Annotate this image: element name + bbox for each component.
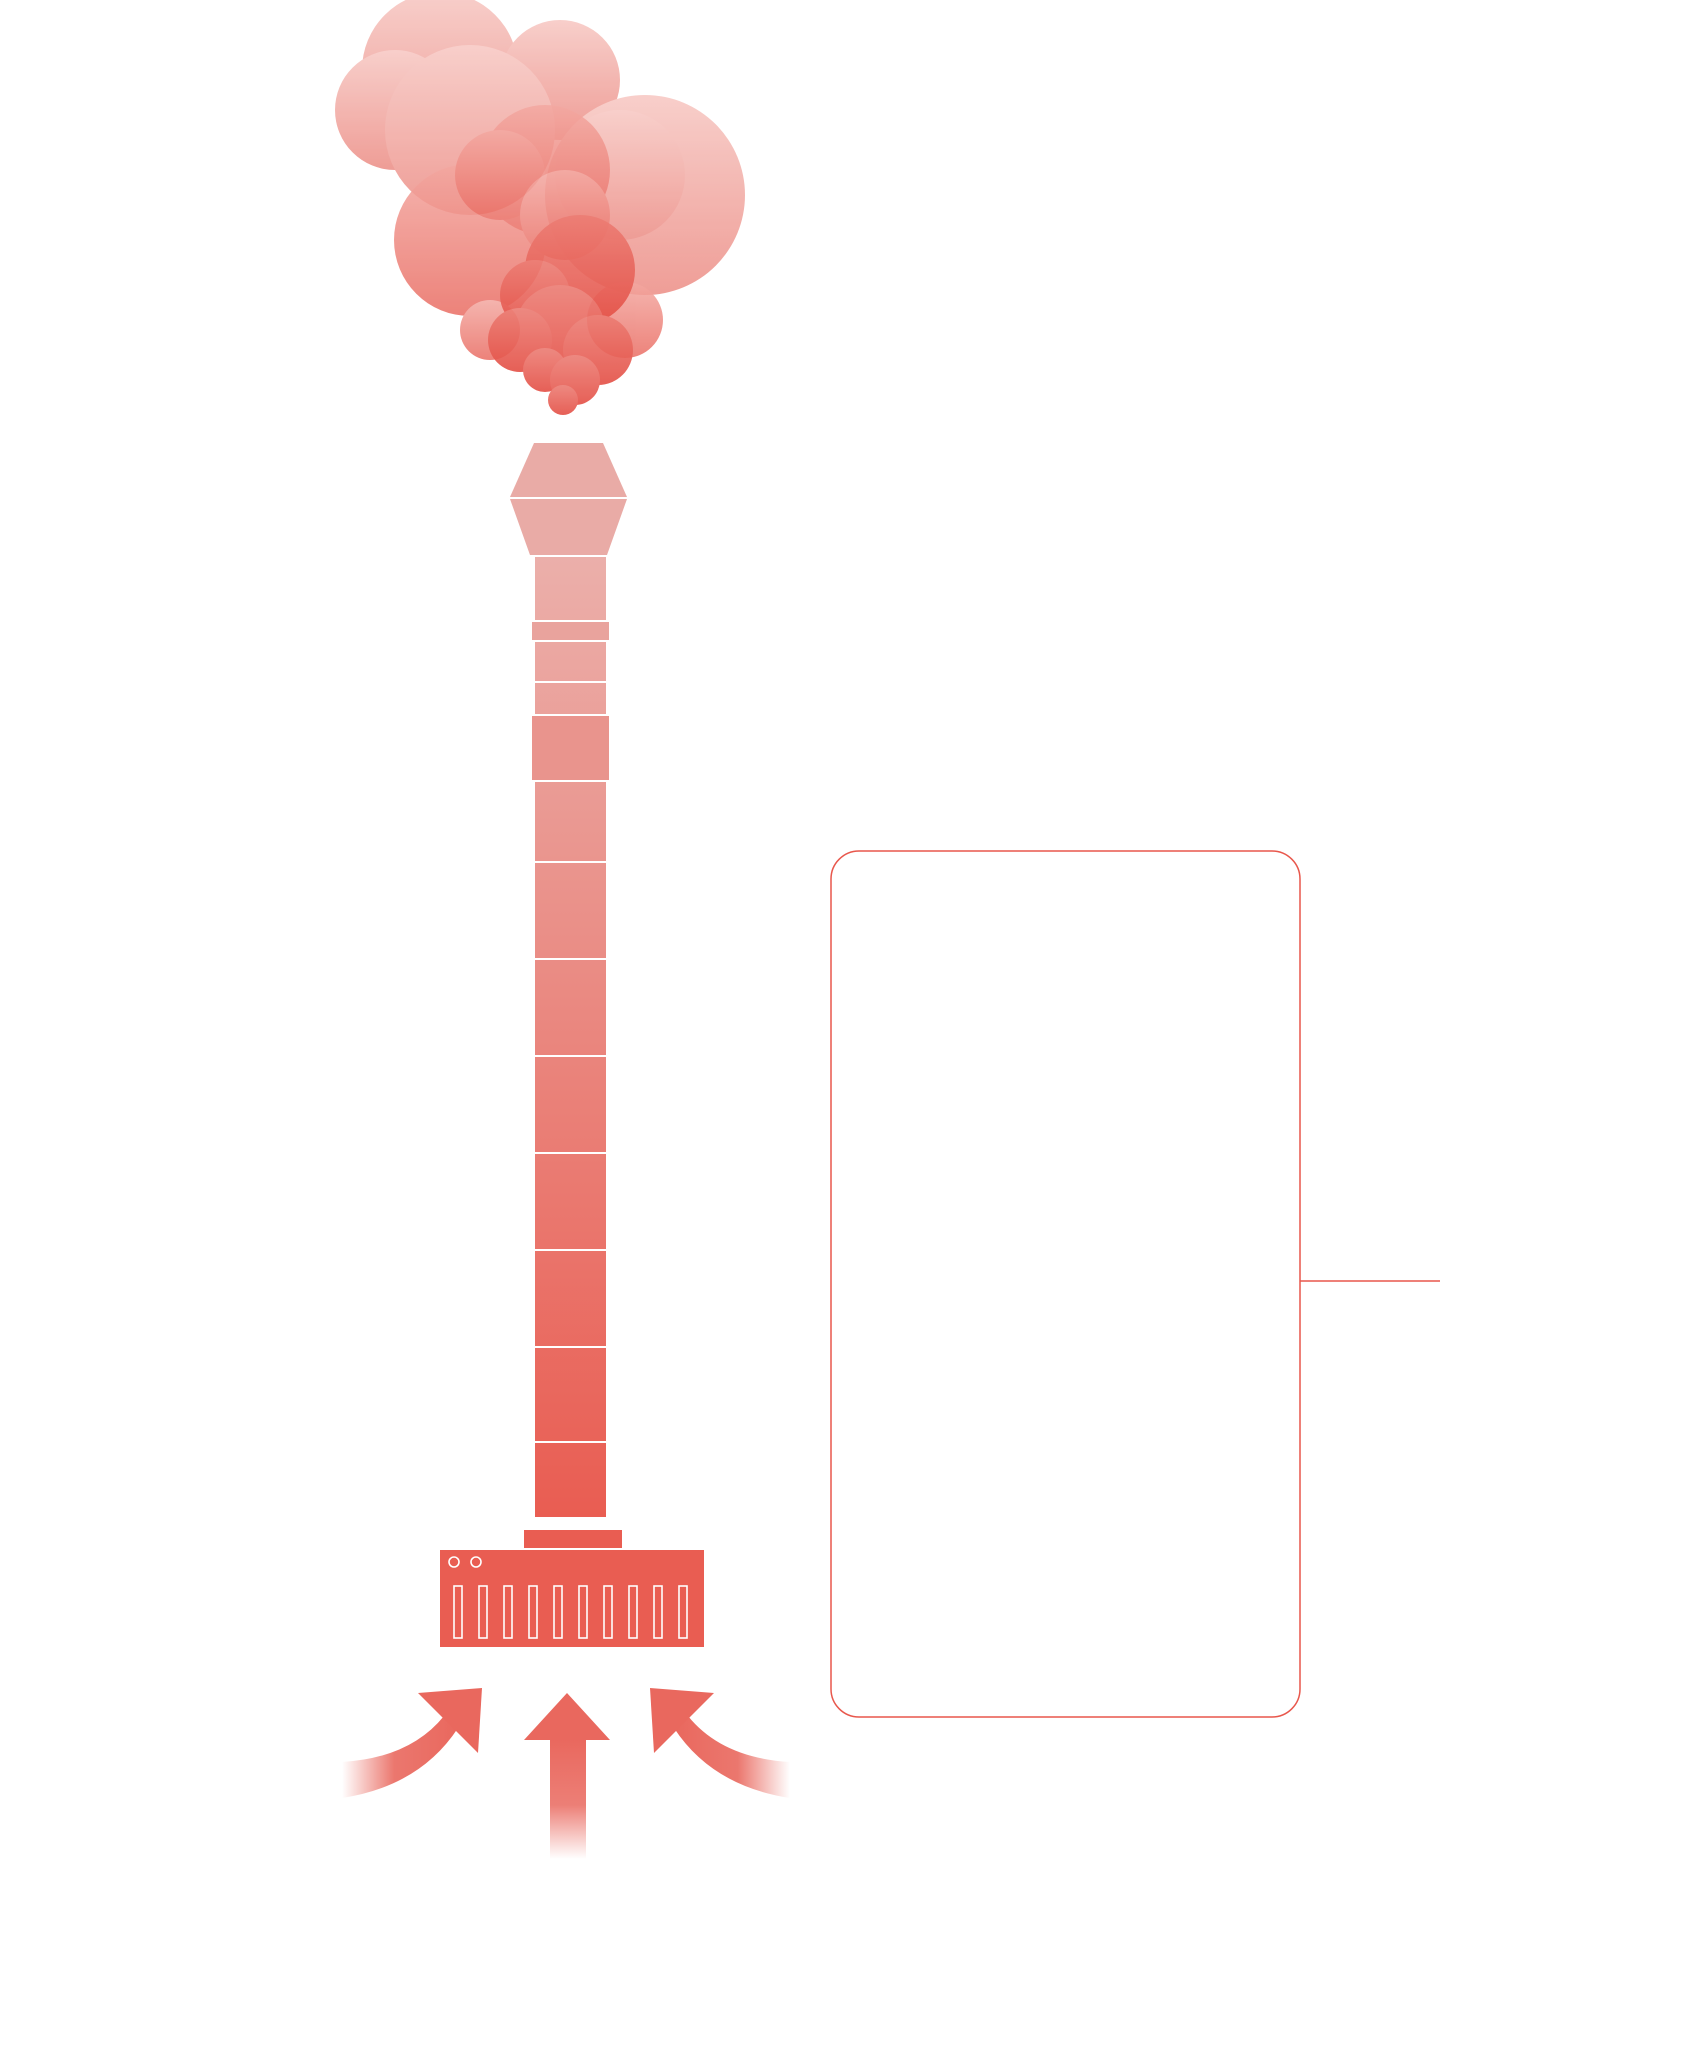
indicator-light <box>448 1556 460 1568</box>
furnace-base <box>440 1550 704 1647</box>
stack-collar <box>532 621 609 641</box>
chimney-cap <box>510 443 627 555</box>
indicator-light <box>470 1556 482 1568</box>
air-intake-arrow-left <box>342 1688 482 1798</box>
info-panel <box>830 850 1301 1718</box>
air-intake-arrow-right <box>650 1688 790 1798</box>
stack-collar <box>532 715 609 781</box>
chimney-stack <box>524 557 622 1548</box>
vent-grille <box>453 1585 688 1639</box>
smoke-cloud <box>335 0 745 415</box>
air-intake-arrow-center <box>524 1693 610 1859</box>
air-intake-arrows <box>342 1688 790 1859</box>
